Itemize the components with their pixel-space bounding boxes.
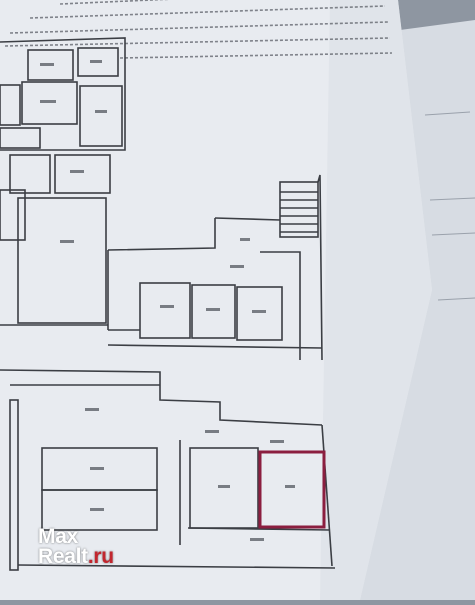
site-watermark: Max Realt.ru bbox=[38, 525, 114, 568]
watermark-prefix: Realt bbox=[38, 545, 88, 568]
second-sheet-lines bbox=[424, 111, 475, 301]
watermark-accent: .ru bbox=[87, 545, 114, 568]
header-text-lines bbox=[4, 0, 393, 59]
highlighted-unit bbox=[258, 450, 326, 529]
paper-shade bbox=[320, 0, 432, 600]
plan-walls bbox=[0, 37, 336, 571]
watermark-line2: Realt.ru bbox=[38, 545, 114, 568]
watermark-line1: Max bbox=[38, 525, 78, 548]
dimension-marks bbox=[40, 60, 295, 541]
